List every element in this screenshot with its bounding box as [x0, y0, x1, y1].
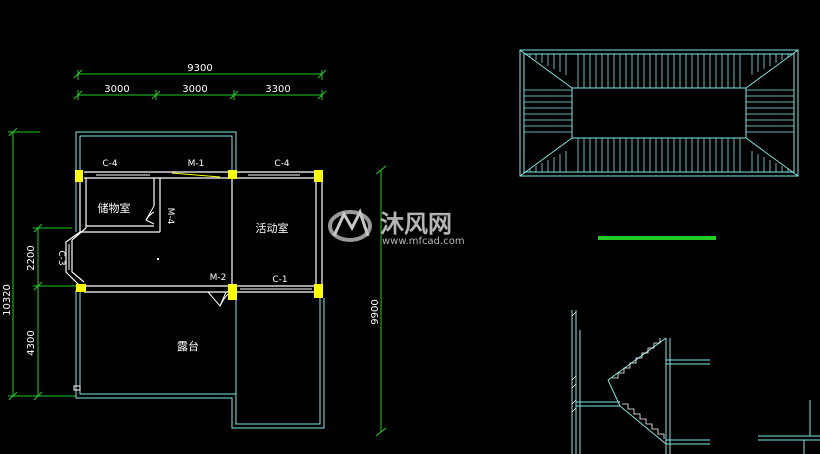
stair-step-line	[622, 403, 665, 439]
room-activity: 活动室	[256, 221, 289, 235]
dim-right-total: 9900	[370, 299, 381, 324]
watermark: 沐风网 www.mfcad.com	[328, 208, 465, 247]
stair-step-line	[612, 338, 661, 379]
stair-section	[571, 310, 710, 454]
top-dimensions	[73, 69, 327, 100]
windows	[68, 174, 312, 290]
right-edge-fragment	[758, 400, 820, 454]
door-m1	[171, 172, 221, 178]
label-c3: C-3	[56, 250, 66, 265]
dim-left-total: 10320	[2, 284, 13, 316]
left-dimensions	[8, 127, 80, 401]
label-m2: M-2	[210, 273, 227, 283]
stair-steps	[612, 338, 665, 439]
label-c4-right: C-4	[274, 159, 290, 169]
dim-segment-2: 3000	[182, 84, 207, 95]
watermark-logo-icon	[328, 208, 372, 242]
room-terrace: 露台	[177, 339, 199, 353]
stair-hatch	[571, 311, 577, 413]
dim-segment-3: 3300	[265, 84, 290, 95]
door-m2	[207, 291, 229, 307]
watermark-url: www.mfcad.com	[382, 236, 465, 247]
label-m1: M-1	[188, 159, 205, 169]
dim-left-upper: 2200	[26, 245, 37, 270]
section-bar	[598, 236, 716, 240]
columns	[75, 170, 323, 300]
right-dimension	[375, 165, 387, 437]
room-storage: 储物室	[98, 201, 131, 215]
dim-segment-1: 3000	[104, 84, 129, 95]
label-c4-left: C-4	[102, 159, 118, 169]
roof-hatch	[524, 54, 794, 172]
roof-plan	[519, 49, 799, 177]
door-m4	[145, 205, 155, 225]
point-marker	[157, 258, 159, 260]
label-c1: C-1	[272, 275, 287, 285]
watermark-brand: 沐风网	[380, 210, 452, 238]
label-m4: M-4	[165, 208, 175, 225]
drain-mark	[73, 385, 81, 391]
dim-left-lower: 4300	[26, 330, 37, 355]
interior-walls	[65, 171, 323, 298]
dim-overall-width: 9300	[187, 63, 212, 74]
